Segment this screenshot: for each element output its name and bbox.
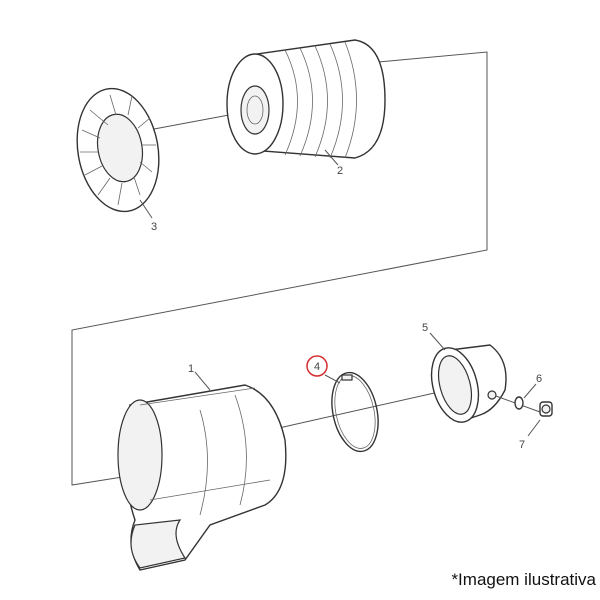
highlight-circle	[306, 355, 328, 377]
part-3-pre-cleaner[interactable]	[68, 82, 168, 219]
label-part-1: 1	[188, 363, 194, 375]
label-part-4: 4	[314, 361, 320, 373]
label-part-7: 7	[519, 439, 525, 451]
part-5-elbow[interactable]	[424, 332, 541, 427]
label-part-6: 6	[536, 373, 542, 385]
assembly-frame-line	[71, 51, 488, 486]
label-part-5: 5	[422, 322, 428, 334]
label-part-3: 3	[151, 221, 157, 233]
part-4-clamp[interactable]	[306, 355, 385, 456]
illustrative-image-caption: *Imagem ilustrativa	[451, 570, 596, 589]
label-part-2: 2	[337, 165, 343, 177]
part-6-washer[interactable]	[514, 383, 537, 410]
part-7-sensor[interactable]	[527, 401, 553, 437]
part-1-housing[interactable]	[117, 371, 287, 571]
part-2-filter-element[interactable]	[226, 39, 386, 166]
